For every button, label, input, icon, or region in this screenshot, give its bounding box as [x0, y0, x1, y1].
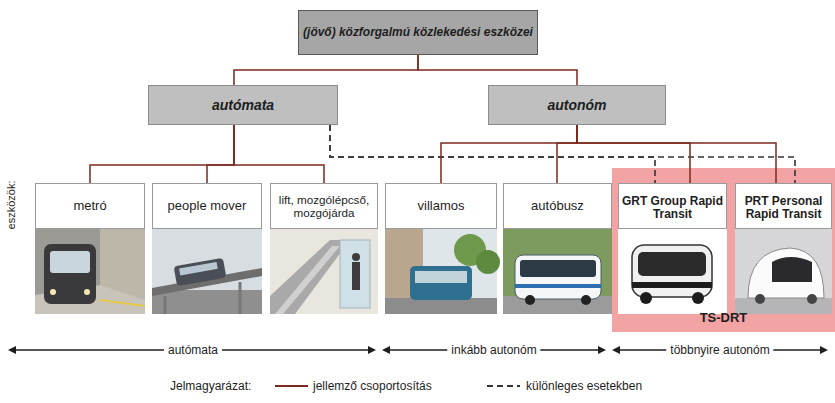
- tree-connector: [418, 55, 577, 85]
- node-text: GRT Group Rapid Transit: [619, 195, 726, 222]
- legend-solid-sample: [275, 385, 308, 387]
- vehicle-box: metró: [35, 183, 145, 229]
- bus-photo: [503, 229, 612, 314]
- axis-label: eszközök:: [5, 181, 18, 230]
- range-label: többnyire autonóm: [666, 343, 773, 357]
- legend-dashed-sample: [487, 385, 520, 387]
- tree-connector: [577, 125, 690, 183]
- people-mover-photo: [152, 229, 262, 314]
- legend-text: különleges esetekben: [526, 379, 642, 393]
- special-connector: [330, 125, 795, 183]
- vehicle-box: GRT Group Rapid Transit: [618, 183, 727, 229]
- vehicle-box: autóbusz: [503, 183, 612, 229]
- vehicle-box: lift, mozgólépcső, mozgójárda: [270, 183, 378, 229]
- tree-connector: [90, 125, 234, 183]
- node-text: autóbusz: [531, 199, 584, 214]
- node-text: PRT Personal Rapid Transit: [736, 195, 831, 222]
- node-text: lift, mozgólépcső, mozgójárda: [274, 193, 374, 220]
- vehicle-box: people mover: [152, 183, 262, 229]
- root-box: (jövő) közforgalmú közlekedési eszközei: [298, 10, 538, 55]
- prt-photo: [735, 229, 832, 314]
- tree-connector: [207, 125, 234, 183]
- node-text: TS-DRT: [612, 311, 835, 326]
- tram-photo: [385, 229, 500, 314]
- vehicle-box: villamos: [385, 183, 497, 229]
- grt-photo: [618, 229, 727, 314]
- special-connector: [330, 125, 655, 183]
- region-fill: [612, 168, 835, 332]
- legend-text: jellemző csoportosítás: [313, 379, 432, 393]
- node-text: villamos: [418, 199, 465, 214]
- escalator-photo: [270, 229, 378, 314]
- group-box: autómata: [148, 85, 338, 125]
- node-text: (jövő) közforgalmú közlekedési eszközei: [303, 26, 533, 40]
- highlight-region: TS-DRT GRT Group Rapid Transit PRT Persona…: [612, 168, 835, 332]
- tree-connector: [234, 55, 418, 85]
- tree-connector: [577, 125, 776, 183]
- tree-connector: [557, 125, 577, 183]
- tree-connector: [441, 125, 577, 183]
- vehicle-box: PRT Personal Rapid Transit: [735, 183, 832, 229]
- tree-connector: [234, 125, 324, 183]
- range-label: inkább autonóm: [447, 343, 540, 357]
- metro-photo: [35, 229, 145, 314]
- node-text: autonóm: [547, 97, 606, 113]
- node-text: people mover: [168, 199, 247, 214]
- node-text: metró: [73, 199, 106, 214]
- legend-title: Jelmagyarázat:: [170, 379, 251, 393]
- range-label: autómata: [164, 343, 222, 357]
- group-box: autonóm: [488, 85, 666, 125]
- node-text: autómata: [212, 97, 274, 113]
